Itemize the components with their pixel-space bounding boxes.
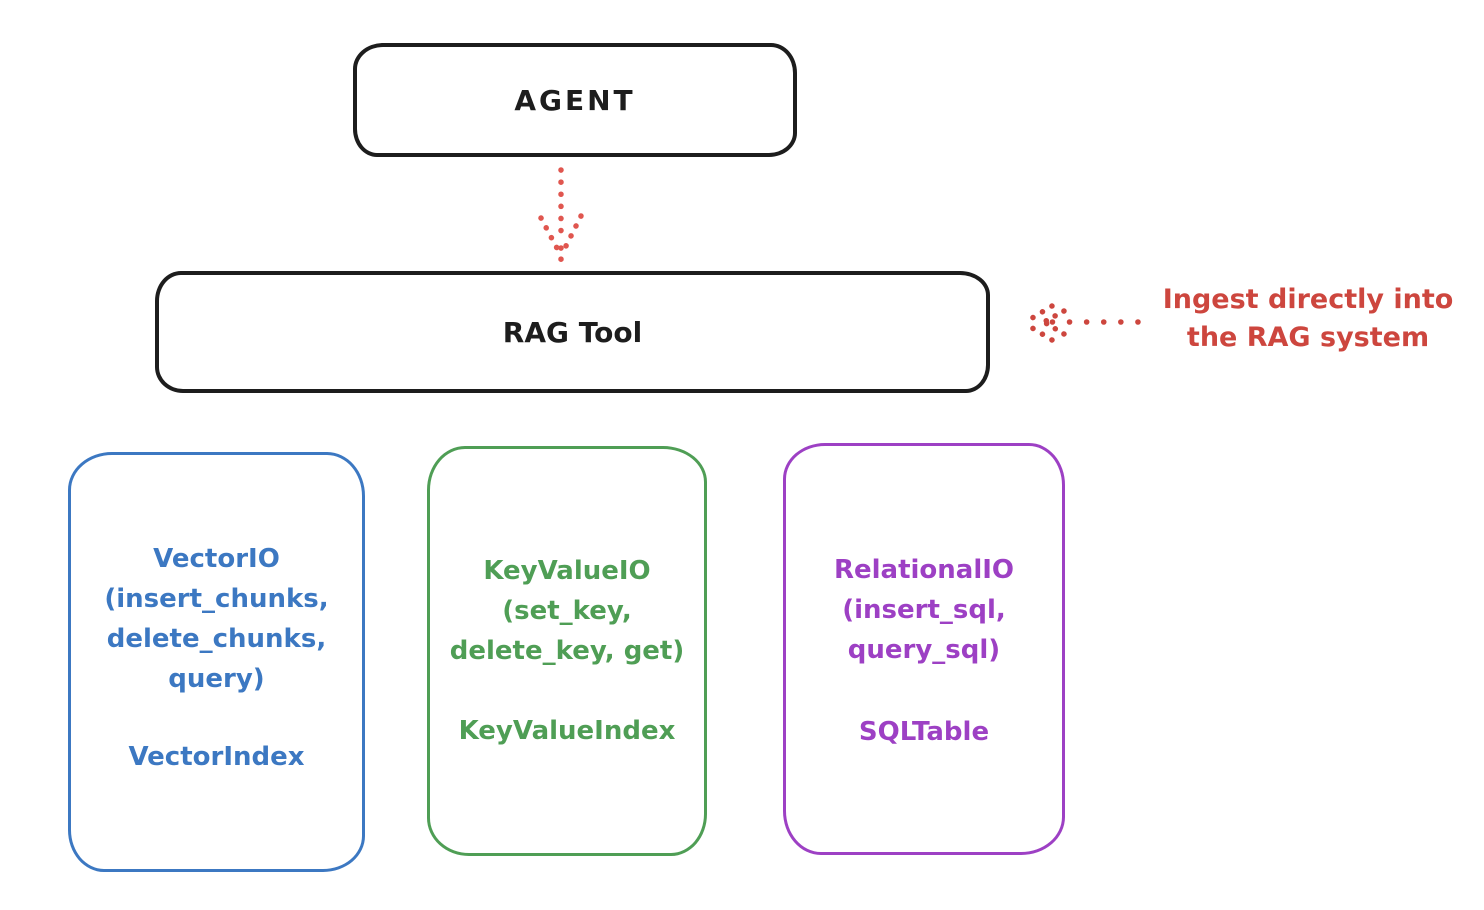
vector-io-node: VectorIO (insert_chunks, delete_chunks, … xyxy=(68,452,365,872)
vector-io-label: VectorIO (insert_chunks, delete_chunks, … xyxy=(104,544,329,694)
rag-tool-label: RAG Tool xyxy=(502,315,643,349)
vector-index-label: VectorIndex xyxy=(128,742,305,772)
ingest-annotation: Ingest directly into the RAG system xyxy=(1162,284,1454,353)
key-value-io-label: KeyValueIO (set_key, delete_key, get) xyxy=(449,556,685,666)
relational-io-label: RelationalIO (insert_sql, query_sql) xyxy=(833,555,1015,665)
key-value-io-node: KeyValueIO (set_key, delete_key, get) Ke… xyxy=(427,446,707,856)
relational-io-node: RelationalIO (insert_sql, query_sql) SQL… xyxy=(783,443,1065,855)
agent-node: AGENT xyxy=(353,43,797,157)
agent-to-rag-tool-arrow xyxy=(538,167,584,265)
rag-tool-node: RAG Tool xyxy=(155,271,990,393)
annotation-to-rag-tool-arrow xyxy=(1021,303,1141,343)
agent-label: AGENT xyxy=(514,83,636,117)
key-value-index-label: KeyValueIndex xyxy=(458,716,676,746)
sql-table-label: SQLTable xyxy=(858,717,990,747)
